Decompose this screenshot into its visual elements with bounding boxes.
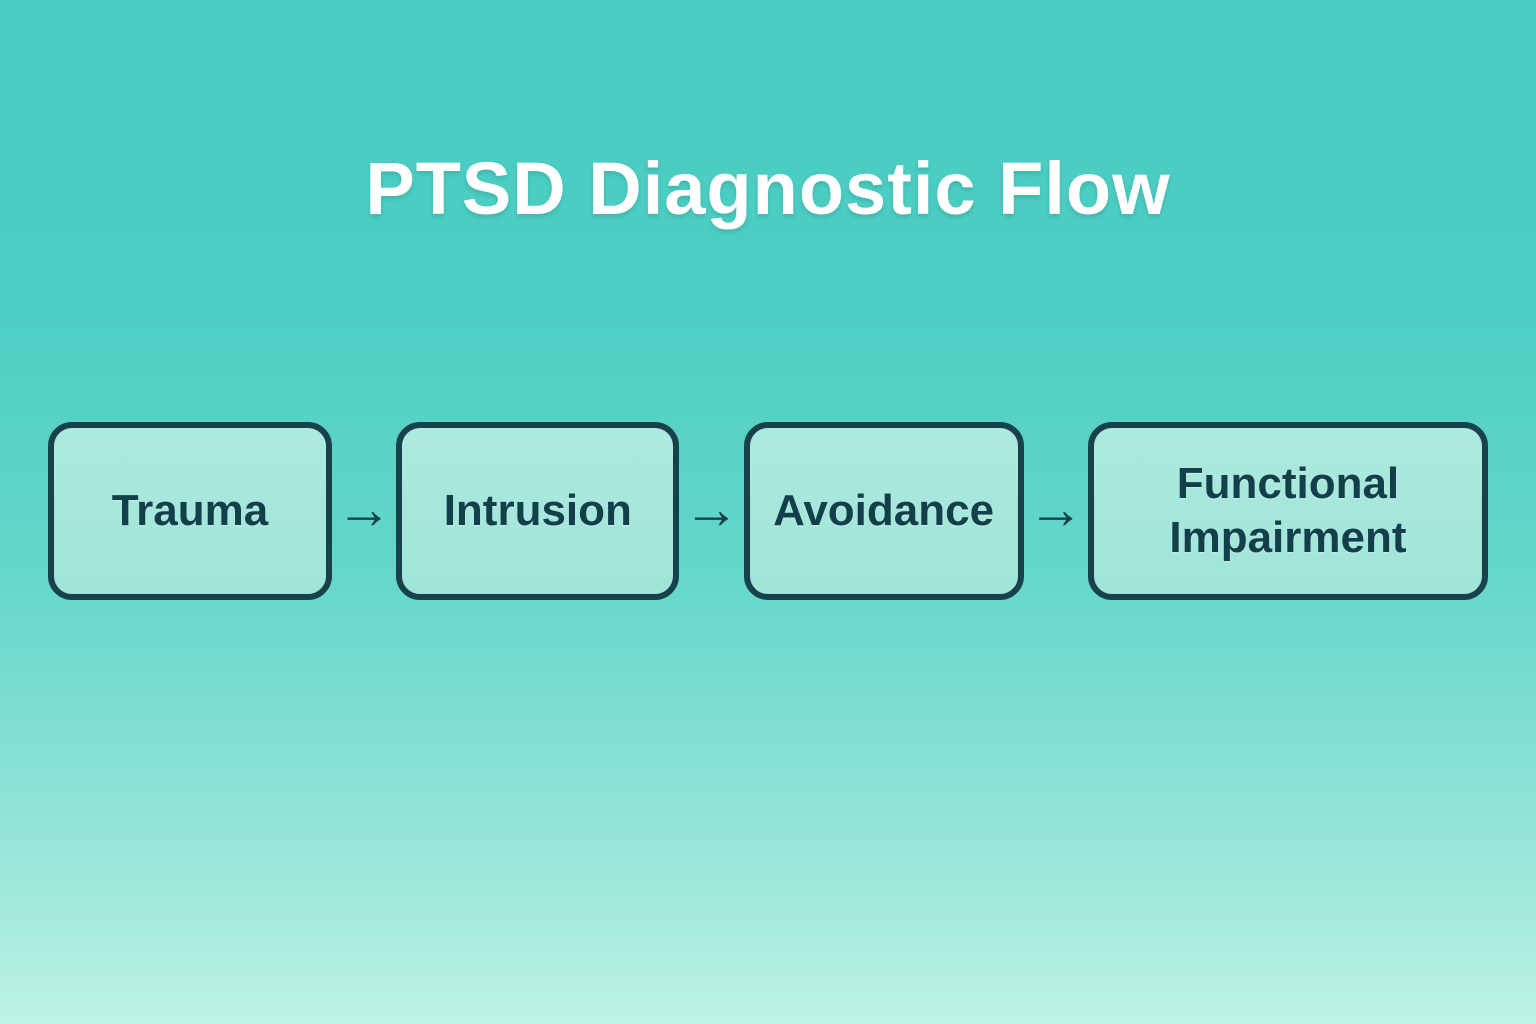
arrow-right-icon: → [336, 477, 393, 540]
arrow-right-icon: → [683, 477, 740, 540]
flow-node-intrusion: Intrusion [396, 422, 680, 600]
flow-node-label: Intrusion [443, 486, 632, 536]
flow-node-label: Trauma [111, 486, 269, 536]
flow-node-trauma: Trauma [48, 422, 332, 600]
page-title: PTSD Diagnostic Flow [365, 146, 1171, 230]
flow-node-label: Functional Impairment [1169, 459, 1407, 562]
diagnostic-flow: Trauma → Intrusion → Avoidance → Functio… [48, 422, 1488, 600]
flow-node-label: Avoidance [773, 486, 995, 536]
arrow-right-icon: → [1027, 477, 1084, 540]
flow-node-avoidance: Avoidance [743, 422, 1024, 600]
flow-node-functional-impairment: Functional Impairment [1087, 422, 1488, 600]
